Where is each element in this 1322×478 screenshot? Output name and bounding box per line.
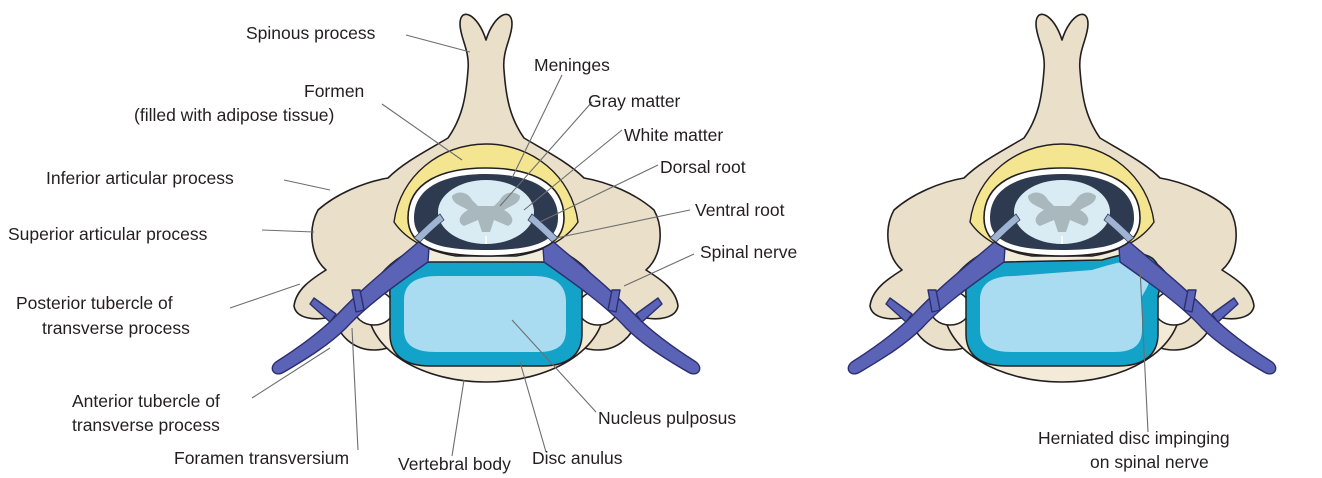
label-spinous-process: Spinous process: [246, 23, 376, 43]
label-superior-articular-process: Superior articular process: [8, 224, 208, 244]
label-herniated-disc-1: Herniated disc impinging: [1038, 428, 1230, 448]
vertebra-herniated: [848, 14, 1275, 382]
label-nucleus-pulposus: Nucleus pulposus: [598, 408, 736, 428]
nucleus-pulposus-shape: [404, 276, 566, 352]
label-posterior-tubercle-1: Posterior tubercle of: [16, 293, 173, 313]
label-formen: Formen: [304, 81, 364, 101]
spinal-cord-right: [984, 168, 1140, 256]
label-formen-note: (filled with adipose tissue): [134, 105, 334, 125]
label-herniated-disc-2: on spinal nerve: [1090, 452, 1209, 472]
label-disc-anulus: Disc anulus: [532, 448, 623, 468]
label-meninges: Meninges: [534, 55, 610, 75]
label-white-matter: White matter: [624, 125, 723, 145]
label-foramen-transversium: Foramen transversium: [174, 448, 349, 468]
label-spinal-nerve: Spinal nerve: [700, 242, 797, 262]
label-dorsal-root: Dorsal root: [660, 157, 746, 177]
label-gray-matter: Gray matter: [588, 91, 681, 111]
label-vertebral-body: Vertebral body: [398, 454, 511, 474]
label-anterior-tubercle-1: Anterior tubercle of: [72, 391, 220, 411]
spinal-cord: [408, 168, 564, 256]
vertebra-normal: [272, 14, 699, 382]
label-inferior-articular-process: Inferior articular process: [46, 168, 234, 188]
label-posterior-tubercle-2: transverse process: [42, 318, 190, 338]
label-anterior-tubercle-2: transverse process: [72, 415, 220, 435]
label-ventral-root: Ventral root: [695, 200, 785, 220]
